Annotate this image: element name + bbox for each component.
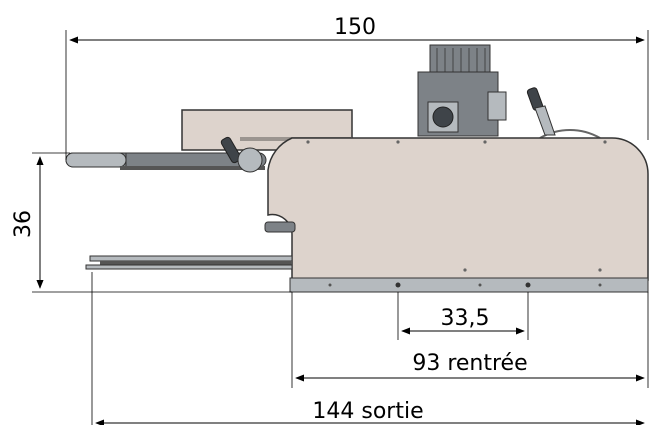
inlet-length-label: 93 rentrée: [412, 351, 527, 376]
machine-illustration: [65, 44, 649, 293]
base-rail: [289, 277, 649, 293]
motor: [417, 44, 507, 137]
left-handle: [220, 136, 263, 173]
dimension-wheel-spacing: 33,5: [397, 292, 529, 340]
dimension-inlet-length: 93 rentrée: [291, 292, 649, 388]
dimension-total-length: 150: [65, 15, 649, 160]
output-tray: [85, 255, 293, 270]
wheel-spacing-label: 33,5: [441, 306, 490, 331]
dimension-outlet-length: 144 sortie: [91, 272, 645, 425]
input-conveyor: [65, 152, 267, 170]
total-length-label: 150: [334, 15, 376, 40]
right-handle: [526, 87, 601, 139]
dimension-height: 36: [11, 152, 292, 293]
height-label: 36: [11, 210, 36, 238]
outlet-length-label: 144 sortie: [312, 399, 423, 424]
main-body: [267, 137, 649, 281]
